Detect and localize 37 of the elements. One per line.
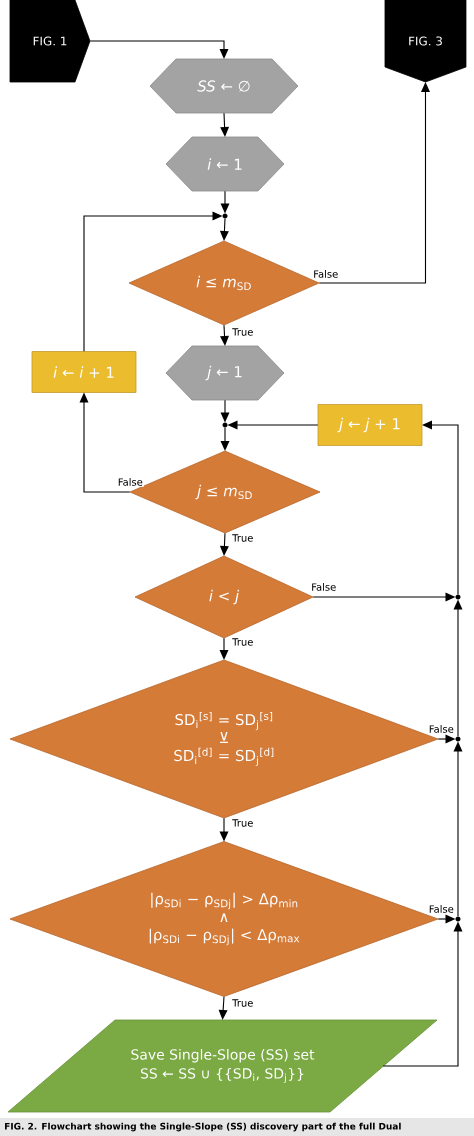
arrow [227,420,319,430]
output-parallelogram: Save Single-Slope (SS) set SS ← SS ∪ {{SD$_{i}$, SD$_{j}$}} [7,1019,438,1113]
edge-label: False [116,477,144,487]
arrow [83,211,223,352]
arrow [89,40,229,59]
edge-label: True [231,818,255,828]
arrow [437,734,456,744]
arrow [312,592,456,602]
process-box: i ← i + 1 [31,351,137,393]
arrow [220,427,230,451]
edge-label: True [231,533,255,543]
arrow [318,82,430,284]
edge-label: True [231,637,255,647]
arrow [382,921,463,1067]
arrow [437,914,456,924]
edge-label: True [231,998,255,1008]
arrow [219,532,229,556]
off-page-connector: FIG. 1 [9,0,91,83]
preparation-hexagon: j ← 1 [165,345,285,401]
arrow [220,112,230,137]
process-box: j ← j + 1 [317,404,423,446]
arrow [219,218,229,241]
preparation-hexagon: i ← 1 [165,136,285,192]
caption: FIG. 2. Flowchart showing the Single-Slope (SS) discovery part of the full Dual [0,1118,474,1136]
arrow [220,324,229,346]
arrow [453,599,463,737]
arrow [218,996,228,1020]
off-page-connector: FIG. 3 [384,0,467,83]
arrow [219,817,229,842]
edge-label: True [231,327,255,337]
arrow [422,420,459,595]
preparation-hexagon: SS ← ∅ [149,58,299,114]
arrow [79,392,131,493]
arrow [220,399,230,423]
arrow [219,637,229,660]
arrow [453,741,463,917]
arrow [220,190,230,214]
